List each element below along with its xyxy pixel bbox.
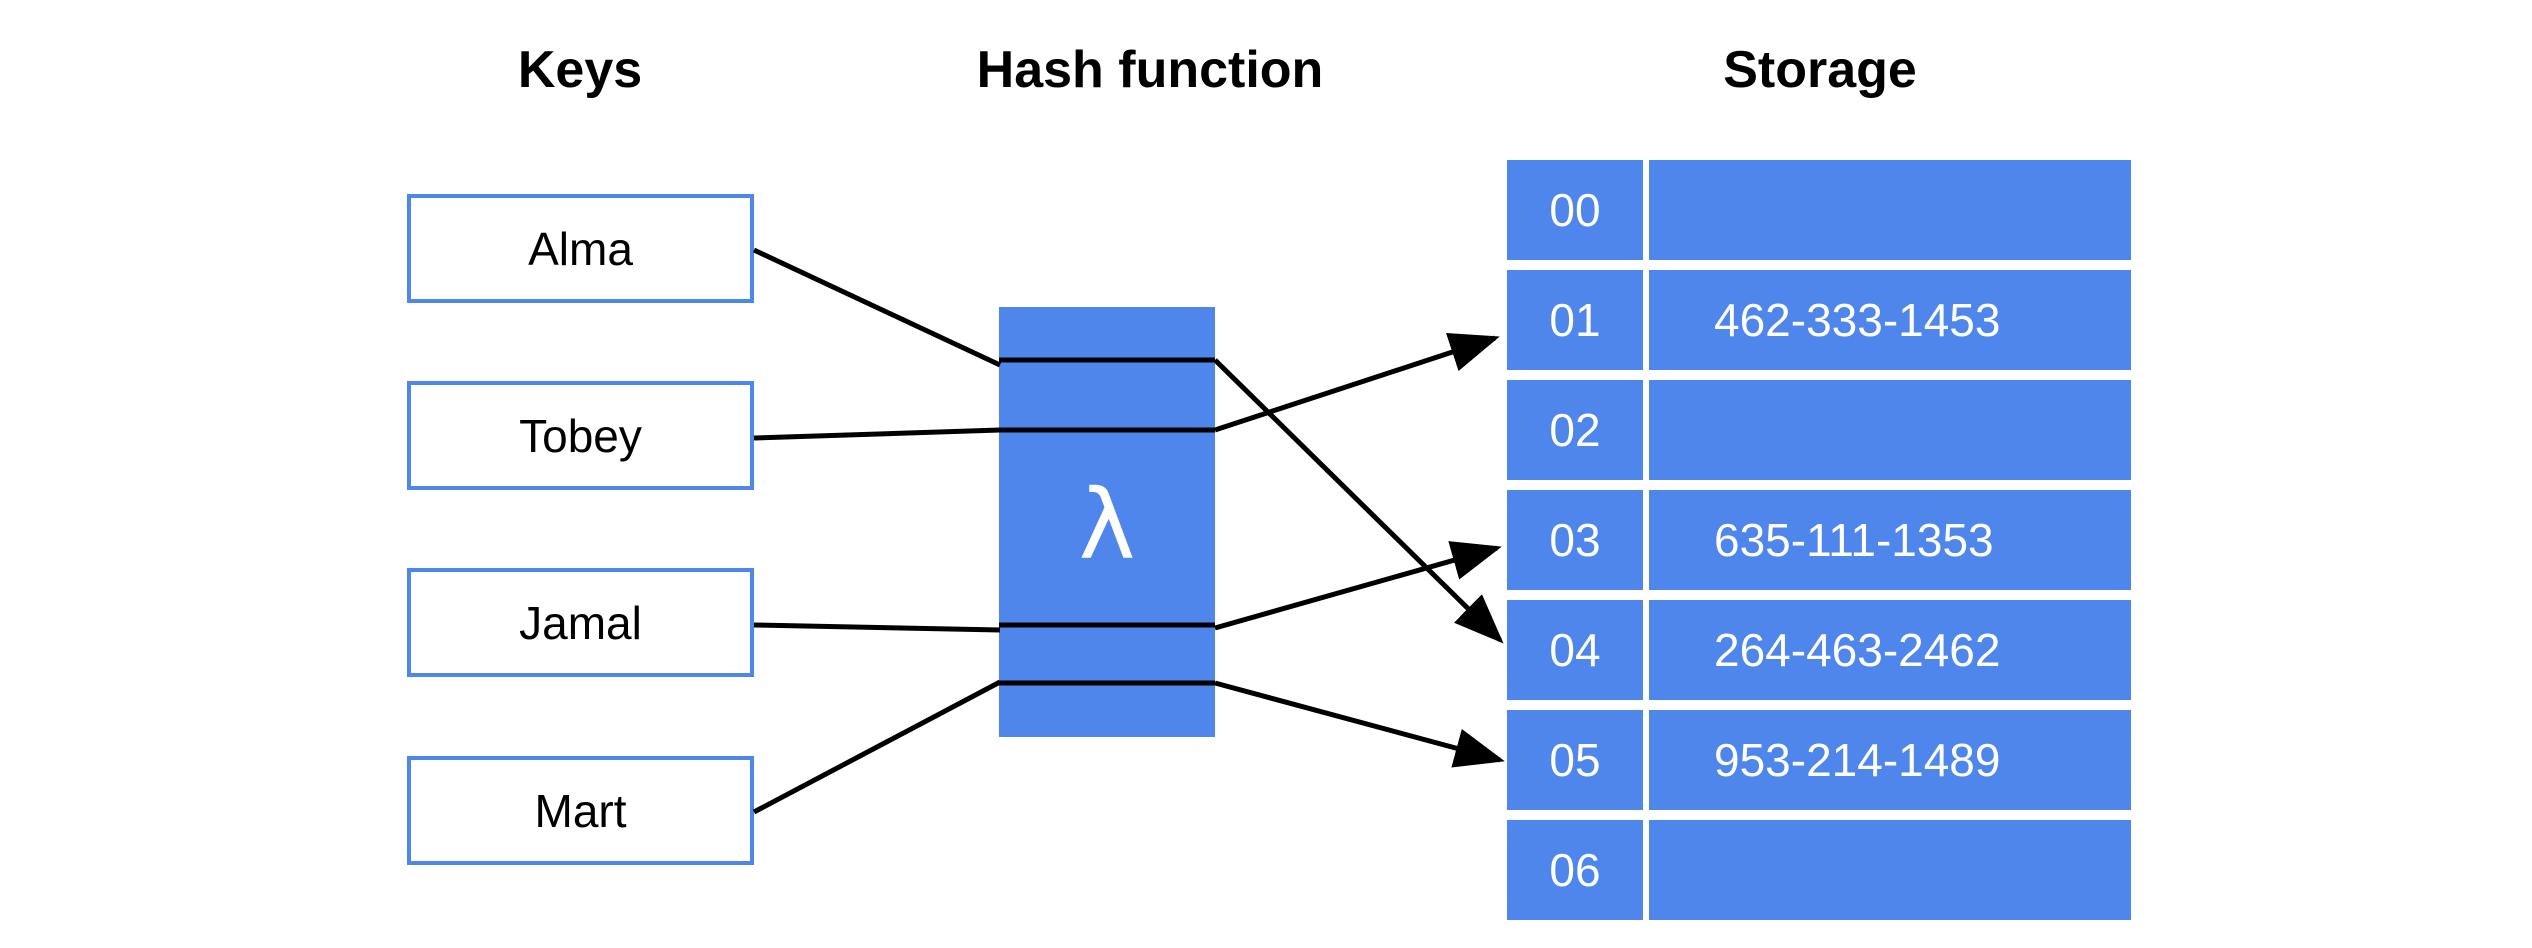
keys-heading: Keys: [517, 41, 643, 99]
slot-index: 06: [1507, 820, 1643, 920]
arrow-jamal-to-slot-03: [1214, 541, 1502, 631]
hash-function-block: [999, 307, 1215, 737]
hash-function-heading: Hash function: [976, 41, 1324, 99]
slot-value: [1649, 820, 2131, 920]
arrow-mart-to-slot-05: [1214, 680, 1505, 768]
connector-jamal-to-hash: [753, 622, 1001, 633]
key-box-jamal: Jamal: [407, 568, 754, 677]
slot-index: 04: [1507, 600, 1643, 700]
storage-heading: Storage: [1723, 41, 1917, 99]
slot-value: 462-333-1453: [1649, 270, 2131, 370]
storage-table: 00 01 462-333-1453 02 03 635-111-1353 04…: [1507, 160, 2131, 920]
slot-value: [1649, 160, 2131, 260]
slot-value: [1649, 380, 2131, 480]
connector-mart-to-hash: [752, 679, 1002, 815]
key-box-mart: Mart: [407, 756, 754, 865]
connector-alma-to-hash: [752, 247, 1002, 368]
slot-value: 264-463-2462: [1649, 600, 2131, 700]
key-box-tobey: Tobey: [407, 381, 754, 490]
arrow-tobey-to-slot-01: [1214, 333, 1500, 433]
connector-tobey-to-hash: [753, 427, 1001, 441]
slot-value: 635-111-1353: [1649, 490, 2131, 590]
slot-index: 01: [1507, 270, 1643, 370]
arrow-alma-to-slot-04: [1213, 358, 1504, 644]
slot-index: 05: [1507, 710, 1643, 810]
slot-value: 953-214-1489: [1649, 710, 2131, 810]
slot-index: 02: [1507, 380, 1643, 480]
lambda-symbol: λ: [1078, 469, 1136, 581]
slot-index: 00: [1507, 160, 1643, 260]
slot-index: 03: [1507, 490, 1643, 590]
key-box-alma: Alma: [407, 194, 754, 303]
